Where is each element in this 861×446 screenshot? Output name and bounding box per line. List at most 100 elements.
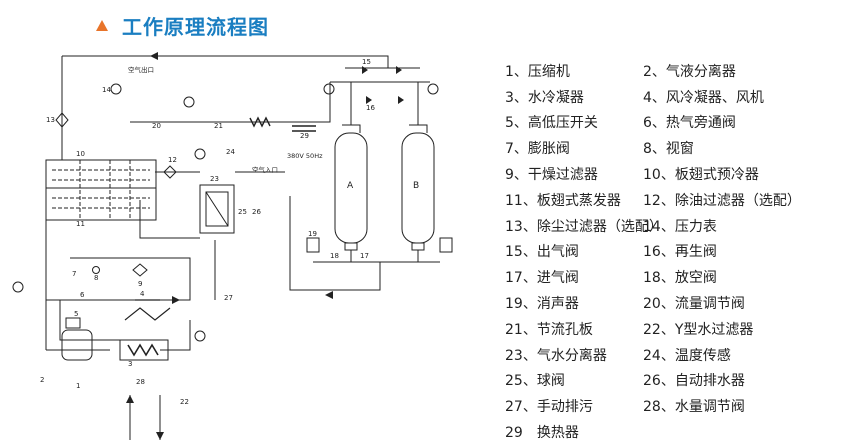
legend-item: 1、压缩机	[505, 63, 570, 80]
legend-row: 15、出气阀 16、再生阀	[505, 239, 855, 265]
legend-item: 25、球阀	[505, 373, 565, 390]
label-4: 4	[140, 290, 145, 298]
legend-row: 1、压缩机 2、气液分离器	[505, 58, 855, 84]
legend-item: 28、水量调节阀	[643, 399, 745, 416]
muffler-19-left	[306, 237, 320, 253]
legend-item: 13、除尘过滤器（选配）	[505, 218, 663, 235]
flow-arrow-top	[150, 52, 158, 60]
precooler-10	[45, 159, 157, 189]
tank-b-bottom-neck	[411, 242, 425, 262]
legend-item: 12、除油过滤器（选配）	[643, 192, 801, 209]
legend-item: 11、板翅式蒸发器	[505, 192, 621, 209]
page-header: 工作原理流程图	[96, 10, 269, 40]
gauge-14-a	[110, 83, 122, 95]
pipe-return	[289, 196, 381, 291]
label-20: 20	[152, 122, 161, 130]
label-6: 6	[80, 291, 85, 299]
air-outlet-label: 空气出口	[128, 65, 154, 74]
muffler-19-right	[439, 237, 453, 253]
label-22: 22	[180, 398, 189, 406]
label-28: 28	[136, 378, 145, 386]
tank-b-top-neck	[409, 82, 428, 133]
legend-item: 7、膨胀阀	[505, 141, 570, 158]
legend-item: 9、干燥过滤器	[505, 167, 598, 184]
pipe-outlet-line	[130, 82, 331, 123]
legend-item: 16、再生阀	[643, 244, 717, 261]
legend-row: 27、手动排污 28、水量调节阀	[505, 393, 855, 419]
valve-15-right	[396, 66, 402, 74]
legend-row: 9、干燥过滤器 10、板翅式预冷器	[505, 161, 855, 187]
dust-filter-13	[55, 112, 69, 128]
flow-arrow-water-out	[156, 432, 164, 440]
legend-item: 22、Y型水过滤器	[643, 321, 754, 338]
label-10: 10	[76, 150, 85, 158]
label-27: 27	[224, 294, 233, 302]
pipe-evap-outlet	[139, 200, 200, 239]
tower-a-label: A	[347, 181, 354, 191]
evaporator-11	[45, 187, 157, 221]
legend-item: 18、放空阀	[643, 270, 717, 287]
legend-row: 11、板翅式蒸发器 12、除油过滤器（选配）	[505, 187, 855, 213]
exchanger-fins	[52, 160, 150, 220]
legend-item: 14、压力表	[643, 218, 717, 235]
label-11: 11	[76, 220, 85, 228]
gauge-14-e	[194, 148, 206, 160]
gauge-14-g	[194, 330, 206, 342]
flow-arrow-return	[172, 296, 180, 304]
valve-16-right	[398, 96, 404, 104]
label-9: 9	[138, 280, 142, 288]
flow-arrow-water-in	[126, 395, 134, 403]
gauge-14-b	[183, 96, 195, 108]
label-29: 29	[300, 132, 309, 140]
tank-a-bottom-neck	[344, 242, 358, 262]
gauge-14-c	[323, 83, 335, 95]
legend-item: 2、气液分离器	[643, 63, 736, 80]
legend-item: 3、水冷凝器	[505, 89, 584, 106]
oil-filter-12	[163, 165, 177, 179]
switch-box-5	[65, 317, 81, 329]
legend-item: 5、高低压开关	[505, 115, 598, 132]
label-16: 16	[366, 104, 375, 112]
separator-inner	[205, 191, 229, 227]
sight-glass-8	[92, 266, 100, 274]
pipe-top-loop	[62, 55, 389, 68]
label-18: 18	[330, 252, 339, 260]
legend-item: 29 换热器	[505, 425, 579, 442]
power-label: 380V 50Hz	[287, 152, 323, 160]
legend-item: 8、视窗	[643, 141, 694, 158]
legend-row: 7、膨胀阀 8、视窗	[505, 135, 855, 161]
label-2: 2	[40, 376, 44, 384]
gauge-14-d	[427, 83, 439, 95]
fan-condenser	[124, 299, 171, 321]
valve-15-left	[362, 66, 368, 74]
legend-item: 15、出气阀	[505, 244, 579, 261]
legend-item: 20、流量调节阀	[643, 296, 745, 313]
label-25: 25	[238, 208, 247, 216]
label-12: 12	[168, 156, 177, 164]
page-title: 工作原理流程图	[122, 14, 269, 39]
pipe-cond-out	[160, 320, 191, 351]
tank-a-top-neck	[342, 82, 361, 133]
label-19: 19	[308, 230, 317, 238]
label-21: 21	[214, 122, 223, 130]
gauge-14-f	[12, 281, 24, 293]
legend-item: 23、气水分离器	[505, 347, 607, 364]
legend-row: 13、除尘过滤器（选配）14、压力表	[505, 213, 855, 239]
pipe-hot-gas	[59, 300, 128, 341]
water-condenser-coil	[127, 343, 159, 357]
label-7: 7	[72, 270, 76, 278]
legend-item: 27、手动排污	[505, 399, 593, 416]
legend-item: 10、板翅式预冷器	[643, 167, 759, 184]
label-15: 15	[362, 58, 371, 66]
label-8: 8	[94, 274, 98, 282]
label-13: 13	[46, 116, 55, 124]
triangle-bullet-icon	[96, 19, 108, 31]
